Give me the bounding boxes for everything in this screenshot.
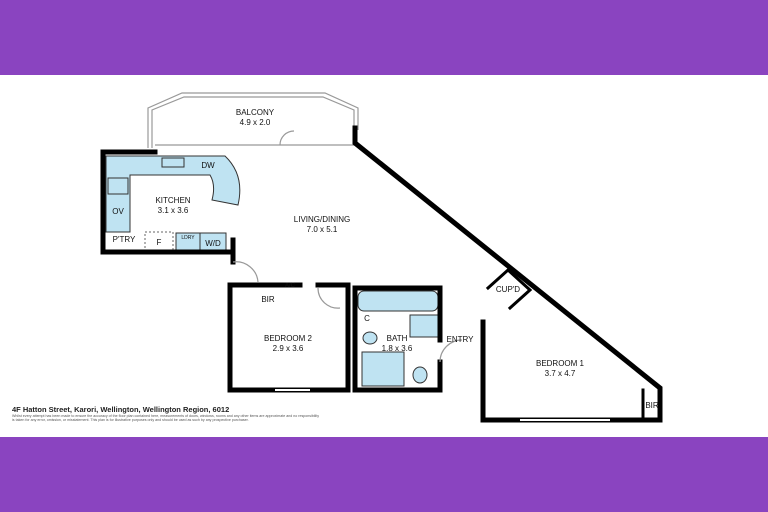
disclaimer: Whilst every attempt has been made to en…	[12, 414, 320, 423]
door-swing	[439, 339, 463, 363]
bedroom2-label: BEDROOM 2	[264, 334, 313, 343]
living-size: 7.0 x 5.1	[307, 225, 338, 234]
cupboard-label: CUP'D	[496, 285, 520, 294]
fridge-label: F	[157, 238, 162, 247]
bath-size: 1.8 x 3.6	[382, 344, 413, 353]
shower	[361, 351, 405, 387]
door-swing	[232, 261, 259, 283]
bathtub	[357, 290, 439, 312]
c-label: C	[364, 314, 370, 323]
balcony-size: 4.9 x 2.0	[240, 118, 271, 127]
door-swing	[279, 130, 295, 146]
kitchen-label: KITCHEN	[155, 196, 190, 205]
vanity	[409, 314, 439, 338]
laundry-label: LDRY	[181, 235, 195, 241]
bir-bedroom2-label: BIR	[261, 295, 275, 304]
basin	[362, 331, 378, 345]
bedroom2-size: 2.9 x 3.6	[273, 344, 304, 353]
living-label: LIVING/DINING	[294, 215, 350, 224]
bedroom1-label: BEDROOM 1	[536, 359, 585, 368]
cooktop-icon	[107, 177, 129, 195]
pantry-label: P'TRY	[113, 235, 136, 244]
bir-bedroom1-label: BIR	[645, 401, 659, 410]
entry-label: ENTRY	[447, 335, 475, 344]
kitchen-bench	[105, 155, 241, 233]
bedroom1-size: 3.7 x 4.7	[545, 369, 576, 378]
sink-icon	[161, 157, 185, 168]
wd-label: W/D	[205, 239, 221, 248]
balcony-label: BALCONY	[236, 108, 275, 117]
walls	[100, 125, 663, 423]
kitchen-size: 3.1 x 3.6	[158, 206, 189, 215]
balcony-outline	[147, 92, 359, 148]
top-banner	[0, 0, 768, 75]
ac-label: A/C	[285, 283, 296, 289]
bath-label: BATH	[387, 334, 408, 343]
toilet-icon	[412, 366, 428, 384]
bottom-banner	[0, 437, 768, 512]
oven-label: OV	[112, 207, 124, 216]
address: 4F Hatton Street, Karori, Wellington, We…	[12, 405, 230, 414]
door-swing	[317, 287, 341, 309]
dw-label: DW	[201, 161, 215, 170]
